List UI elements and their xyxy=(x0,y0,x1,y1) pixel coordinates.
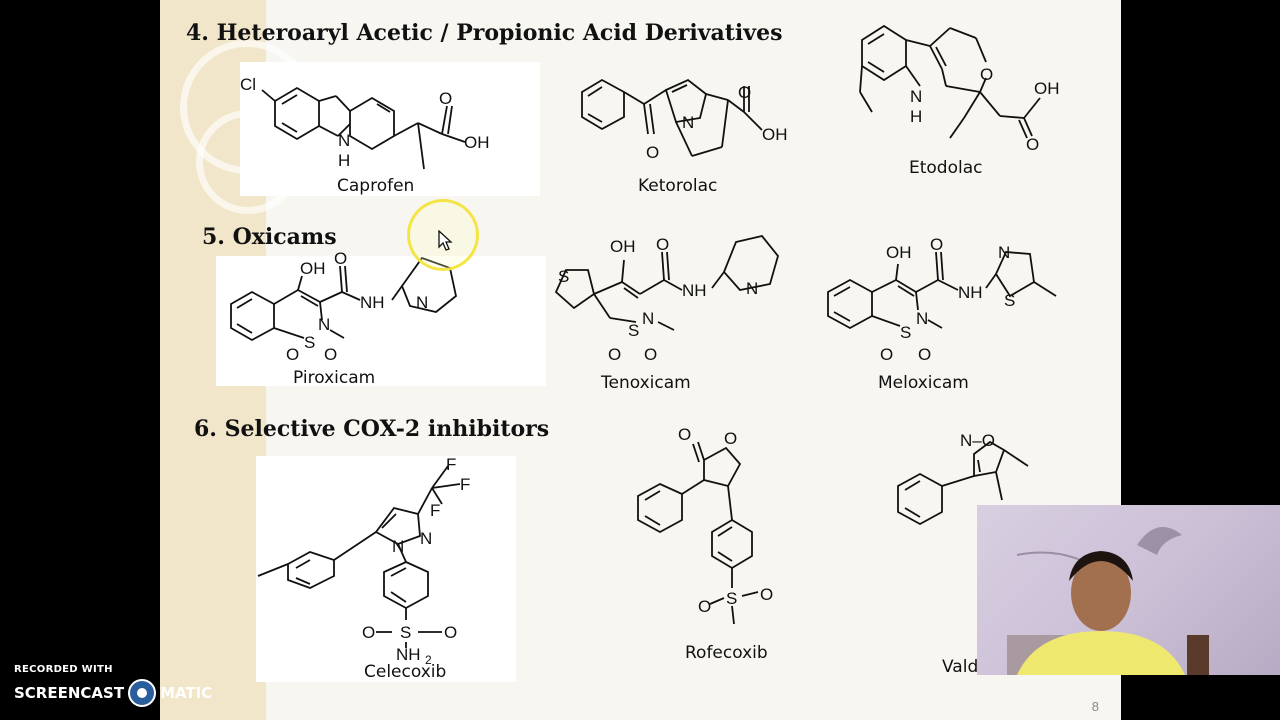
watermark-brand: SCREENCAST MATIC xyxy=(14,679,212,707)
oxygen-atom: O xyxy=(646,143,659,162)
section-heading-cox2: 6. Selective COX-2 inhibitors xyxy=(194,416,550,442)
isoxazole-nitrogen-oxygen: N–O xyxy=(960,431,995,450)
pyrazole-nitrogen: N xyxy=(420,529,432,548)
amide-nh: NH xyxy=(958,283,983,302)
drug-name-celecoxib: Celecoxib xyxy=(364,662,447,682)
structure-panel xyxy=(256,456,516,682)
amine-nh: NH xyxy=(396,645,421,664)
oxygen-atom: O xyxy=(444,623,457,642)
oxygen-atom: O xyxy=(644,345,657,364)
oxygen-atom: O xyxy=(918,345,931,364)
sulfur-atom: S xyxy=(558,267,569,286)
nitrogen-atom: N xyxy=(682,113,694,132)
nitrogen-atom: N xyxy=(910,87,922,106)
meloxicam-structure: OH O NH N S N S O O xyxy=(827,235,1057,364)
pyrazole-nitrogen: N xyxy=(392,537,404,556)
sulfur-atom: S xyxy=(900,323,911,342)
oxygen-atom: O xyxy=(286,345,299,364)
sulfur-atom: S xyxy=(726,589,737,608)
sulfur-atom: S xyxy=(628,321,639,340)
rofecoxib-structure: O O S O O xyxy=(637,425,773,625)
hydrogen-atom: H xyxy=(910,107,922,126)
section-heading-oxicams: 5. Oxicams xyxy=(202,224,337,250)
drug-name-meloxicam: Meloxicam xyxy=(878,373,969,393)
cursor-highlight xyxy=(407,199,479,271)
drug-name-etodolac: Etodolac xyxy=(909,158,983,178)
screencast-o-matic-logo-icon xyxy=(128,679,157,707)
slide-page-number: 8 xyxy=(1091,699,1099,714)
oxygen-atom: O xyxy=(324,345,337,364)
drug-name-caprofen: Caprofen xyxy=(337,176,415,196)
hydroxyl-group: OH xyxy=(610,237,636,256)
screencast-watermark: RECORDED WITH SCREENCAST MATIC xyxy=(14,664,212,707)
oxygen-atom: O xyxy=(980,65,993,84)
ring-oxygen: O xyxy=(724,429,737,448)
pyridine-nitrogen: N xyxy=(746,279,758,298)
subscript-two: 2 xyxy=(425,653,432,667)
oxygen-atom: O xyxy=(362,623,375,642)
nitrogen-atom: N xyxy=(642,309,654,328)
sulfur-atom: S xyxy=(304,333,315,352)
hydroxyl-group: OH xyxy=(886,243,912,262)
drug-name-rofecoxib: Rofecoxib xyxy=(685,643,768,663)
fluorine-atom: F xyxy=(446,455,456,474)
amide-nh: NH xyxy=(682,281,707,300)
hydroxyl-group: OH xyxy=(300,259,326,278)
structure-panel xyxy=(216,256,546,386)
fluorine-atom: F xyxy=(430,501,440,520)
hydroxyl-group: OH xyxy=(762,125,788,144)
oxygen-atom: O xyxy=(334,249,347,268)
celecoxib-structure: N N F F F S O O NH 2 xyxy=(257,455,470,667)
hydroxyl-group: OH xyxy=(464,133,490,152)
caprofen-structure: Cl N H O OH xyxy=(240,75,490,170)
piroxicam-structure: OH O NH N N S O O xyxy=(230,249,457,364)
oxygen-atom: O xyxy=(738,83,751,102)
drug-name-piroxicam: Piroxicam xyxy=(293,368,376,388)
hydroxyl-group: OH xyxy=(1034,79,1060,98)
presentation-slide: 4. Heteroaryl Acetic / Propionic Acid De… xyxy=(160,0,1121,720)
presenter-video-icon xyxy=(1007,527,1209,675)
oxygen-atom: O xyxy=(930,235,943,254)
thiazole-sulfur: S xyxy=(1004,291,1015,310)
structure-panel xyxy=(240,62,540,196)
oxygen-atom: O xyxy=(656,235,669,254)
pyridine-nitrogen: N xyxy=(416,293,428,312)
etodolac-structure: N H O OH O xyxy=(859,24,1060,154)
oxygen-atom: O xyxy=(608,345,621,364)
drug-name-tenoxicam: Tenoxicam xyxy=(601,373,691,393)
watermark-top-text: RECORDED WITH xyxy=(14,664,113,675)
thiazole-nitrogen: N xyxy=(998,243,1010,262)
ketorolac-structure: N O O OH xyxy=(581,78,788,162)
section-heading-heteroaryl: 4. Heteroaryl Acetic / Propionic Acid De… xyxy=(186,20,783,46)
webcam-overlay xyxy=(977,505,1280,675)
hydrogen-atom: H xyxy=(338,151,350,170)
nitrogen-atom: N xyxy=(318,315,330,334)
oxygen-atom: O xyxy=(439,89,452,108)
oxygen-atom: O xyxy=(678,425,691,444)
oxygen-atom: O xyxy=(880,345,893,364)
drug-name-valdecoxib: Vald xyxy=(942,657,979,677)
watermark-right-text: MATIC xyxy=(160,684,213,702)
cursor-arrow-icon xyxy=(438,230,453,251)
sulfur-atom: S xyxy=(400,623,411,642)
oxygen-atom: O xyxy=(760,585,773,604)
chlorine-atom: Cl xyxy=(240,75,256,94)
amide-nh: NH xyxy=(360,293,385,312)
nitrogen-atom: N xyxy=(338,131,350,150)
oxygen-atom: O xyxy=(698,597,711,616)
watermark-left-text: SCREENCAST xyxy=(14,684,125,702)
oxygen-atom: O xyxy=(1026,135,1039,154)
drug-name-ketorolac: Ketorolac xyxy=(638,176,718,196)
nitrogen-atom: N xyxy=(916,309,928,328)
valdecoxib-structure: N–O xyxy=(897,431,1029,526)
fluorine-atom: F xyxy=(460,475,470,494)
tenoxicam-structure: S OH O NH N N S O O xyxy=(554,234,779,364)
